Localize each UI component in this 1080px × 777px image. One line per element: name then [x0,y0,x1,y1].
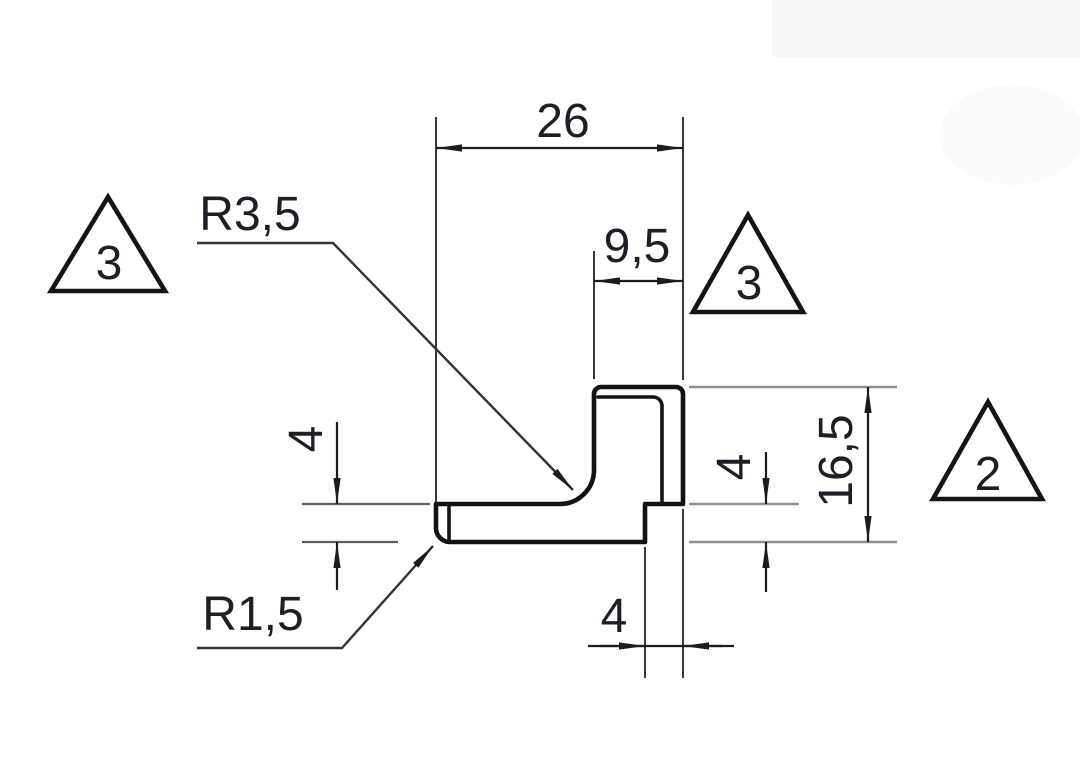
dimension-label-left-4: 4 [280,426,333,453]
dimension-total-width: 26 [436,95,683,152]
part-profile [433,384,686,545]
dimension-step-width: 4 [588,590,734,650]
scan-artifact-band [772,0,1080,57]
scan-artifact-blob [940,85,1080,185]
edge-line-top-right [596,395,664,506]
triangle-mark-left: 3 [46,192,170,294]
triangle-middle-number: 3 [736,257,763,310]
dimension-wall-thickness: 4 [280,422,341,590]
triangle-left-number: 3 [96,237,123,290]
triangle-mark-middle: 3 [689,210,807,315]
dimension-total-height: 16,5 [810,387,872,542]
dimension-label-16-5: 16,5 [810,414,863,507]
dimension-label-bottom-4: 4 [601,590,628,643]
part-outline [433,384,686,545]
dimension-label-right-4: 4 [708,454,761,481]
dimension-label-9-5: 9,5 [604,220,671,273]
leader-line-r1-5 [197,545,434,650]
leader-corner-radius: R1,5 [197,545,434,650]
triangle-right-number: 2 [975,448,1002,501]
leader-label-r1-5: R1,5 [202,588,303,641]
triangle-mark-right: 2 [929,397,1046,502]
leader-line-r3-5 [197,241,574,491]
dimension-step-height: 4 [708,452,770,592]
triangle-right-outline [929,397,1046,502]
triangle-middle-outline [689,210,807,315]
leader-label-r3-5: R3,5 [199,188,300,241]
dimension-leg-width: 9,5 [594,220,683,285]
leader-fillet-radius: R3,5 [197,188,574,491]
triangle-left-outline [46,192,170,294]
dimension-label-26: 26 [536,95,589,148]
extension-lines [302,117,897,678]
